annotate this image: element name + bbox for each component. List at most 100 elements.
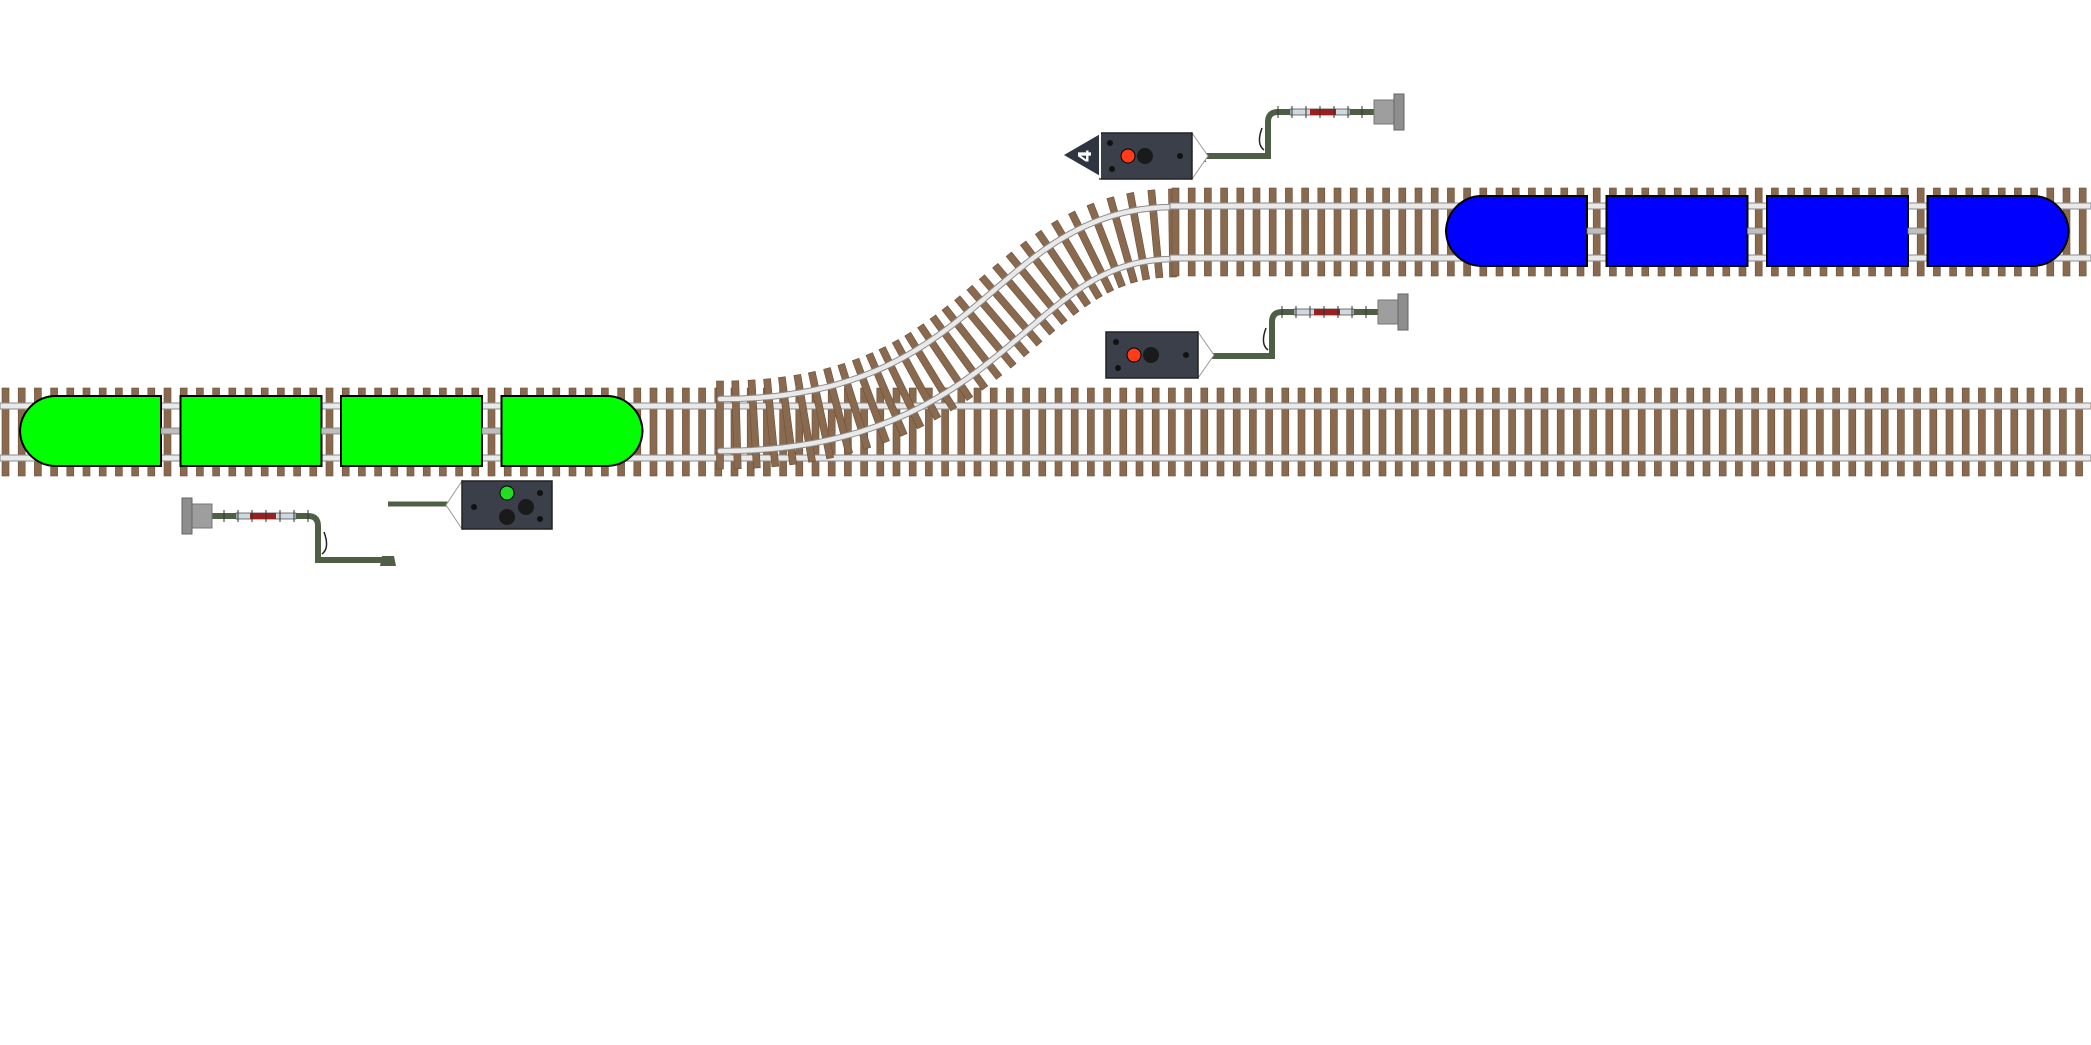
green-train[interactable] xyxy=(19,395,644,467)
sleeper xyxy=(957,387,966,477)
sleeper xyxy=(1236,187,1245,277)
lever-counterweight xyxy=(191,503,213,529)
signal-light-off xyxy=(518,499,534,515)
car-coupler xyxy=(1907,227,1928,235)
sleeper xyxy=(1573,387,1581,477)
signal-light-red xyxy=(1120,148,1136,164)
sleeper xyxy=(1394,387,1403,477)
sleeper xyxy=(1702,387,1711,477)
signal-lower[interactable] xyxy=(181,479,553,566)
sleeper xyxy=(1285,187,1293,277)
sleeper xyxy=(1832,387,1840,477)
train-car[interactable] xyxy=(1445,195,1588,267)
signal-light-green xyxy=(499,485,515,501)
car-coupler xyxy=(321,427,342,435)
train-car[interactable] xyxy=(1605,195,1749,267)
car-coupler xyxy=(1747,227,1768,235)
sleeper xyxy=(747,379,761,469)
train-car[interactable] xyxy=(179,395,323,467)
sleeper xyxy=(1119,387,1128,477)
lever-red-segment xyxy=(1310,109,1336,115)
sleeper xyxy=(1897,387,1905,477)
sleeper xyxy=(1414,187,1423,277)
rail xyxy=(717,256,1178,454)
sleeper xyxy=(2075,387,2083,477)
signal-pole xyxy=(1202,309,1388,359)
sleeper xyxy=(1135,387,1144,477)
sleeper xyxy=(1333,187,1342,277)
sleeper xyxy=(1540,387,1549,477)
sleeper xyxy=(1621,387,1630,477)
sleeper xyxy=(1929,387,1938,477)
sleeper xyxy=(778,376,797,466)
sleeper xyxy=(793,373,816,463)
sleeper xyxy=(1126,192,1151,281)
sleeper xyxy=(1054,387,1063,477)
signal-light-red xyxy=(1126,347,1142,363)
sleeper xyxy=(1366,187,1374,277)
lever-stand xyxy=(181,497,193,535)
sleeper xyxy=(1346,387,1354,477)
sleeper xyxy=(1265,387,1273,477)
lever-red-segment xyxy=(1314,309,1340,315)
sleeper xyxy=(682,387,690,477)
sleeper xyxy=(1281,387,1290,477)
signal-mount xyxy=(1197,330,1215,380)
sleeper xyxy=(1556,387,1565,477)
car-coupler xyxy=(481,427,502,435)
train-car[interactable] xyxy=(19,395,162,467)
sleeper xyxy=(1301,187,1309,277)
sleeper xyxy=(1430,187,1439,277)
train-car[interactable] xyxy=(340,395,483,467)
sleeper xyxy=(1220,187,1228,277)
sleeper xyxy=(1670,387,1678,477)
sleeper xyxy=(1508,387,1516,477)
sleeper xyxy=(1330,387,1338,477)
train-car[interactable] xyxy=(1766,195,1909,267)
signal-lever xyxy=(1194,293,1409,362)
sleeper xyxy=(1362,387,1371,477)
blue-train[interactable] xyxy=(1445,195,2070,267)
sleeper xyxy=(1103,387,1111,477)
sleeper xyxy=(1848,387,1857,477)
sleeper xyxy=(1171,187,1180,277)
rail xyxy=(0,402,2091,410)
signal-lever xyxy=(1190,93,1405,162)
sleeper xyxy=(1718,387,1727,477)
marker-board-label: 4 xyxy=(1075,150,1096,163)
sleeper xyxy=(1204,187,1212,277)
sleeper xyxy=(698,387,706,477)
signal-bolt xyxy=(537,516,543,522)
sleeper xyxy=(763,378,780,468)
sleeper xyxy=(1589,387,1597,477)
signal-bolt xyxy=(1183,352,1189,358)
sleeper xyxy=(1147,189,1164,279)
signal-bolt xyxy=(1177,153,1183,159)
sleeper xyxy=(1268,187,1277,277)
sleeper xyxy=(1880,387,1889,477)
sleeper xyxy=(1767,387,1776,477)
signal-light-off xyxy=(1143,347,1159,363)
train-car[interactable] xyxy=(500,395,644,467)
signal-lever xyxy=(181,497,396,566)
sleeper xyxy=(1168,387,1176,477)
sleeper xyxy=(1022,387,1030,477)
sleeper xyxy=(1087,387,1095,477)
trains-layer xyxy=(19,195,2070,467)
signal-middle[interactable] xyxy=(1105,293,1409,380)
sleeper xyxy=(665,387,674,477)
sleeper xyxy=(1686,387,1695,477)
sleeper xyxy=(1200,387,1209,477)
sleeper xyxy=(1313,387,1322,477)
signal-bolt xyxy=(537,490,543,496)
sleeper xyxy=(1006,387,1014,477)
sleeper xyxy=(1945,387,1954,477)
train-car[interactable] xyxy=(1926,195,2070,267)
sleeper xyxy=(1605,387,1614,477)
sleeper xyxy=(1994,387,2002,477)
sleeper xyxy=(1249,387,1257,477)
signal-upper[interactable]: 4 xyxy=(1060,93,1405,181)
sleeper xyxy=(1427,387,1435,477)
marker-board: 4 xyxy=(1060,131,1101,179)
